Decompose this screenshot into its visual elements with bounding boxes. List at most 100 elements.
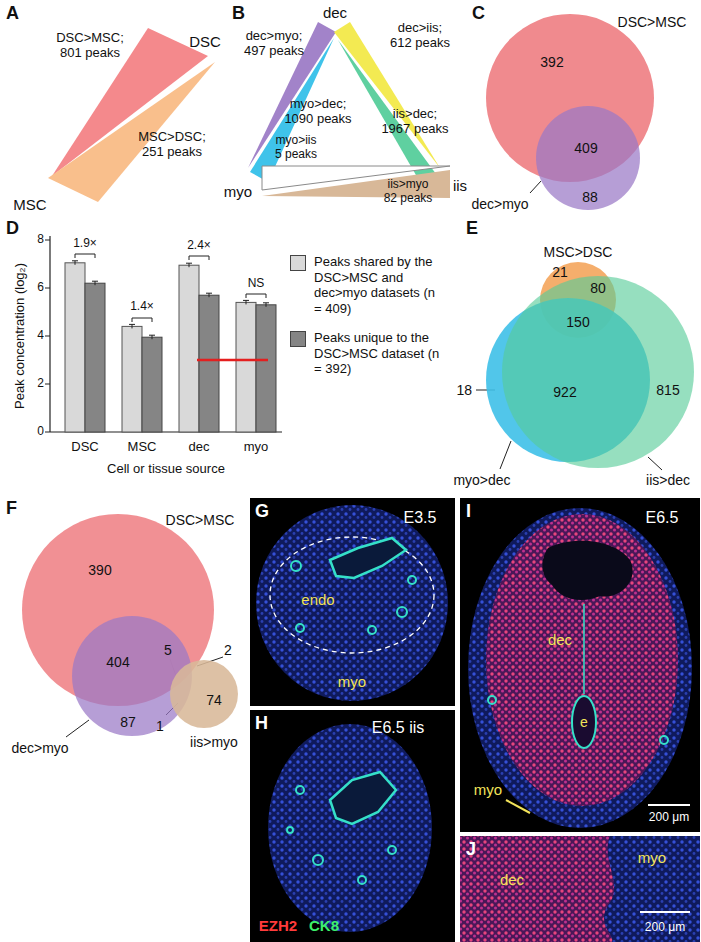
figure-label: 200 μm (649, 811, 689, 825)
bar (65, 263, 85, 432)
circle-shape (368, 626, 376, 634)
figure-label: myo (224, 183, 252, 200)
bar (236, 302, 256, 432)
circle-shape (397, 607, 407, 617)
figure-label: endo (301, 591, 334, 608)
figure-label: e (580, 714, 588, 730)
legend-swatch (290, 331, 306, 347)
node-label: MSC>DSC (544, 244, 613, 260)
peak-wedge: dec>iis; 612 peaks (334, 22, 440, 168)
lumen (330, 772, 396, 824)
circle-shape (660, 736, 668, 744)
node-shape (170, 660, 238, 728)
node-label: DSC>MSC (618, 14, 687, 30)
figure-label: 4 (37, 329, 44, 343)
figure-label: E3.5 (404, 509, 437, 527)
panel-letter: G (255, 501, 269, 522)
bar (85, 283, 105, 432)
micrograph-i (460, 498, 700, 832)
threshold-line (197, 359, 268, 362)
node-label: myo>dec; 1090 peaks (280, 97, 356, 127)
legend-item: Peaks unique to the DSC>MSC dataset (n =… (290, 330, 446, 377)
circle-shape (287, 827, 293, 833)
node-label: DSC>MSC (166, 512, 235, 528)
figure-label: 404 (106, 654, 129, 670)
micrograph-j (460, 836, 700, 942)
wedge-shape (48, 62, 215, 202)
venn-circle-shape (72, 616, 192, 736)
circle-shape (296, 786, 304, 794)
node-label: dec>myo (471, 196, 528, 212)
figure-label: 87 (120, 714, 136, 730)
embryo (572, 696, 596, 748)
error-bars (72, 261, 269, 339)
node-label: myo>iis 5 peaks (273, 134, 319, 162)
figure-label: 1 (156, 718, 164, 734)
circle-shape (296, 624, 304, 632)
glands (488, 696, 668, 744)
figure-label: MSC (13, 196, 46, 213)
panel-letter: H (255, 713, 268, 734)
leader-line (66, 720, 89, 737)
lumen (330, 538, 406, 578)
figure-label: myo (474, 781, 502, 798)
figure-label: 409 (574, 140, 597, 156)
figure-label: dec (500, 871, 524, 888)
bar (179, 265, 199, 432)
figure-label: 1.9× (73, 237, 97, 251)
scale-bar (648, 804, 690, 806)
micrograph-ground (460, 498, 700, 832)
panel-letter: E (466, 218, 478, 239)
figure-label: myo (244, 440, 269, 455)
micrograph-h (250, 710, 455, 942)
figure-label: Peak concentration (log₂) (13, 263, 28, 409)
panel-letter: D (6, 218, 19, 239)
node-shape (502, 276, 694, 468)
peak-wedge: iis>myo 82 peaks (262, 170, 450, 198)
decidua (460, 836, 614, 942)
panel-letter: B (232, 3, 245, 24)
figure-label: 8 (37, 233, 44, 247)
circle-shape (488, 696, 496, 704)
circle-shape (408, 576, 416, 584)
bar (199, 295, 219, 432)
figure-label: iis (453, 177, 467, 194)
figure-label: 815 (656, 382, 679, 398)
circle-shape (313, 855, 323, 865)
glands (291, 561, 416, 634)
venn-circle-shape (536, 106, 640, 210)
node-label: dec>myo; 497 peaks (239, 29, 309, 59)
figure-label: 2.4× (187, 239, 211, 253)
micrograph-g (250, 498, 455, 706)
circle-shape (291, 561, 301, 571)
figure-label: 18 (456, 382, 472, 398)
bar (256, 305, 276, 432)
bar-chart (45, 236, 282, 432)
leader-line (648, 457, 662, 470)
region-marker (506, 800, 530, 813)
figure-label: 392 (540, 54, 563, 70)
legend-text: Peaks shared by the DSC>MSC and dec>myo … (314, 254, 446, 316)
micrograph-ground (250, 498, 455, 706)
myometrium (468, 508, 692, 828)
uterus-section (268, 724, 432, 932)
figure-label: myo (638, 849, 666, 866)
figure-label: EZH2 (259, 917, 297, 934)
leader-line (530, 181, 541, 193)
figure-label: 6 (37, 281, 44, 295)
figure-label: dec (323, 4, 347, 21)
uterus-section (256, 505, 448, 701)
panel-letter: A (6, 3, 19, 24)
venn-circle: iis>myo (170, 660, 238, 728)
figure-label: dec (548, 631, 572, 648)
figure-label: 2 (224, 642, 232, 658)
figure-label: 21 (552, 264, 568, 280)
peak-wedge: iis>dec; 1967 peaks (338, 40, 436, 182)
node-label: iis>myo 82 peaks (382, 178, 434, 206)
figure-label: 1.4× (130, 300, 154, 314)
node-label: myo>dec (453, 472, 510, 488)
bar (142, 337, 162, 432)
figure-label: DSC (71, 440, 98, 455)
leader-line (500, 441, 511, 469)
